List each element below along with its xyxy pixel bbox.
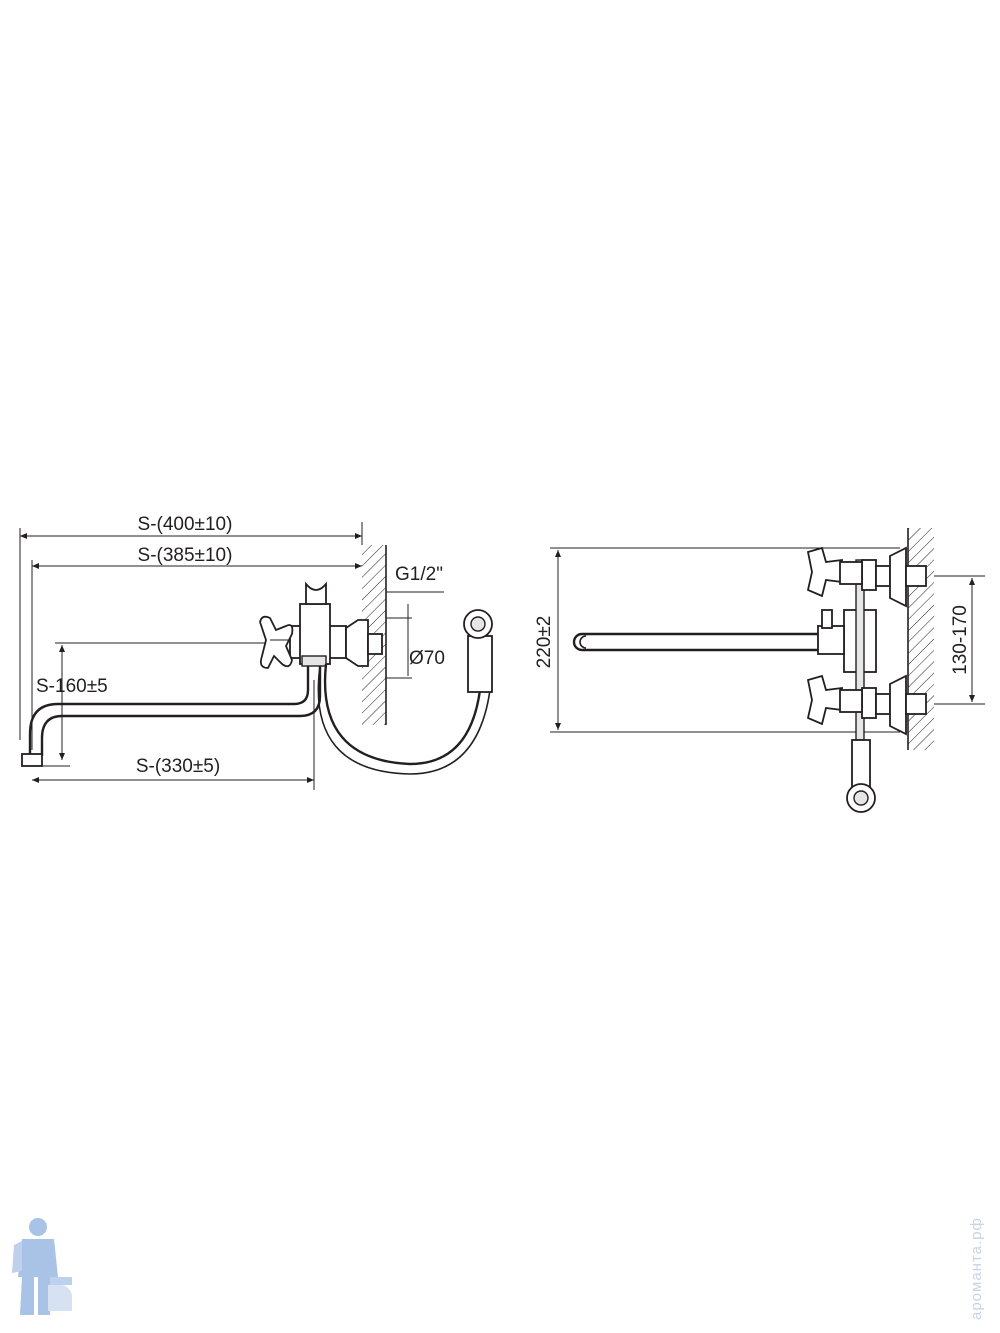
- front-body: [817, 559, 877, 741]
- dim-overall-label: S-(400±10): [138, 514, 233, 535]
- thread-label: G1/2": [395, 564, 443, 585]
- flange-diameter-label: Ø70: [409, 648, 445, 669]
- cross-handle: [259, 615, 294, 669]
- dim-height-label: S-160±5: [36, 676, 108, 697]
- dim-spout-label: S-(330±5): [136, 756, 220, 777]
- dim-to-spout-label: S-(385±10): [138, 545, 233, 566]
- upper-valve: [806, 546, 927, 608]
- front-hand-shower: [846, 739, 876, 813]
- front-spout: [572, 632, 832, 652]
- side-view: S-(400±10) S-(385±10) S-160±5 S-(330±5): [19, 514, 493, 790]
- dim-to-spout: S-(385±10): [31, 545, 362, 750]
- wall-right: [907, 528, 934, 750]
- hand-shower: [463, 609, 493, 693]
- dim-overall: S-(400±10): [19, 514, 363, 740]
- lower-valve: [806, 674, 927, 736]
- plumber-mascot-logo: [12, 1218, 72, 1315]
- dim-spacing: 130-170: [934, 575, 985, 705]
- front-view: 220±2 130-170: [534, 528, 985, 813]
- dim-height: S-160±5: [36, 642, 270, 767]
- front-height-label: 220±2: [534, 616, 555, 669]
- watermark: ароманта.рф: [968, 1217, 985, 1320]
- dim-front-height: 220±2: [534, 547, 900, 733]
- shower-hose: [317, 663, 491, 775]
- dim-spout: S-(330±5): [32, 680, 315, 790]
- spacing-label: 130-170: [950, 605, 971, 675]
- dim-thread: G1/2" Ø70: [386, 564, 445, 679]
- mixer-body: [289, 581, 383, 667]
